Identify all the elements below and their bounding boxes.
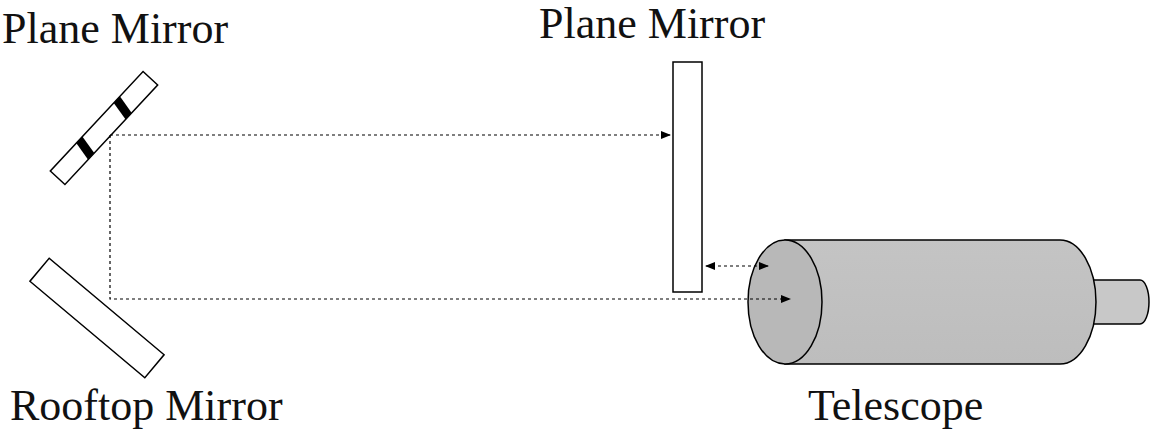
- part-label: Rooftop Mirror: [10, 384, 283, 428]
- instrument-label: Telescope: [808, 384, 983, 428]
- beam-path: [110, 135, 790, 299]
- rooftop-mirror: [30, 258, 164, 377]
- plane-mirror: [50, 71, 157, 184]
- part-label: Plane Mirror: [539, 2, 765, 46]
- telescope: [748, 240, 1149, 364]
- plane-mirror: [673, 62, 702, 292]
- part-label: Plane Mirror: [2, 7, 228, 51]
